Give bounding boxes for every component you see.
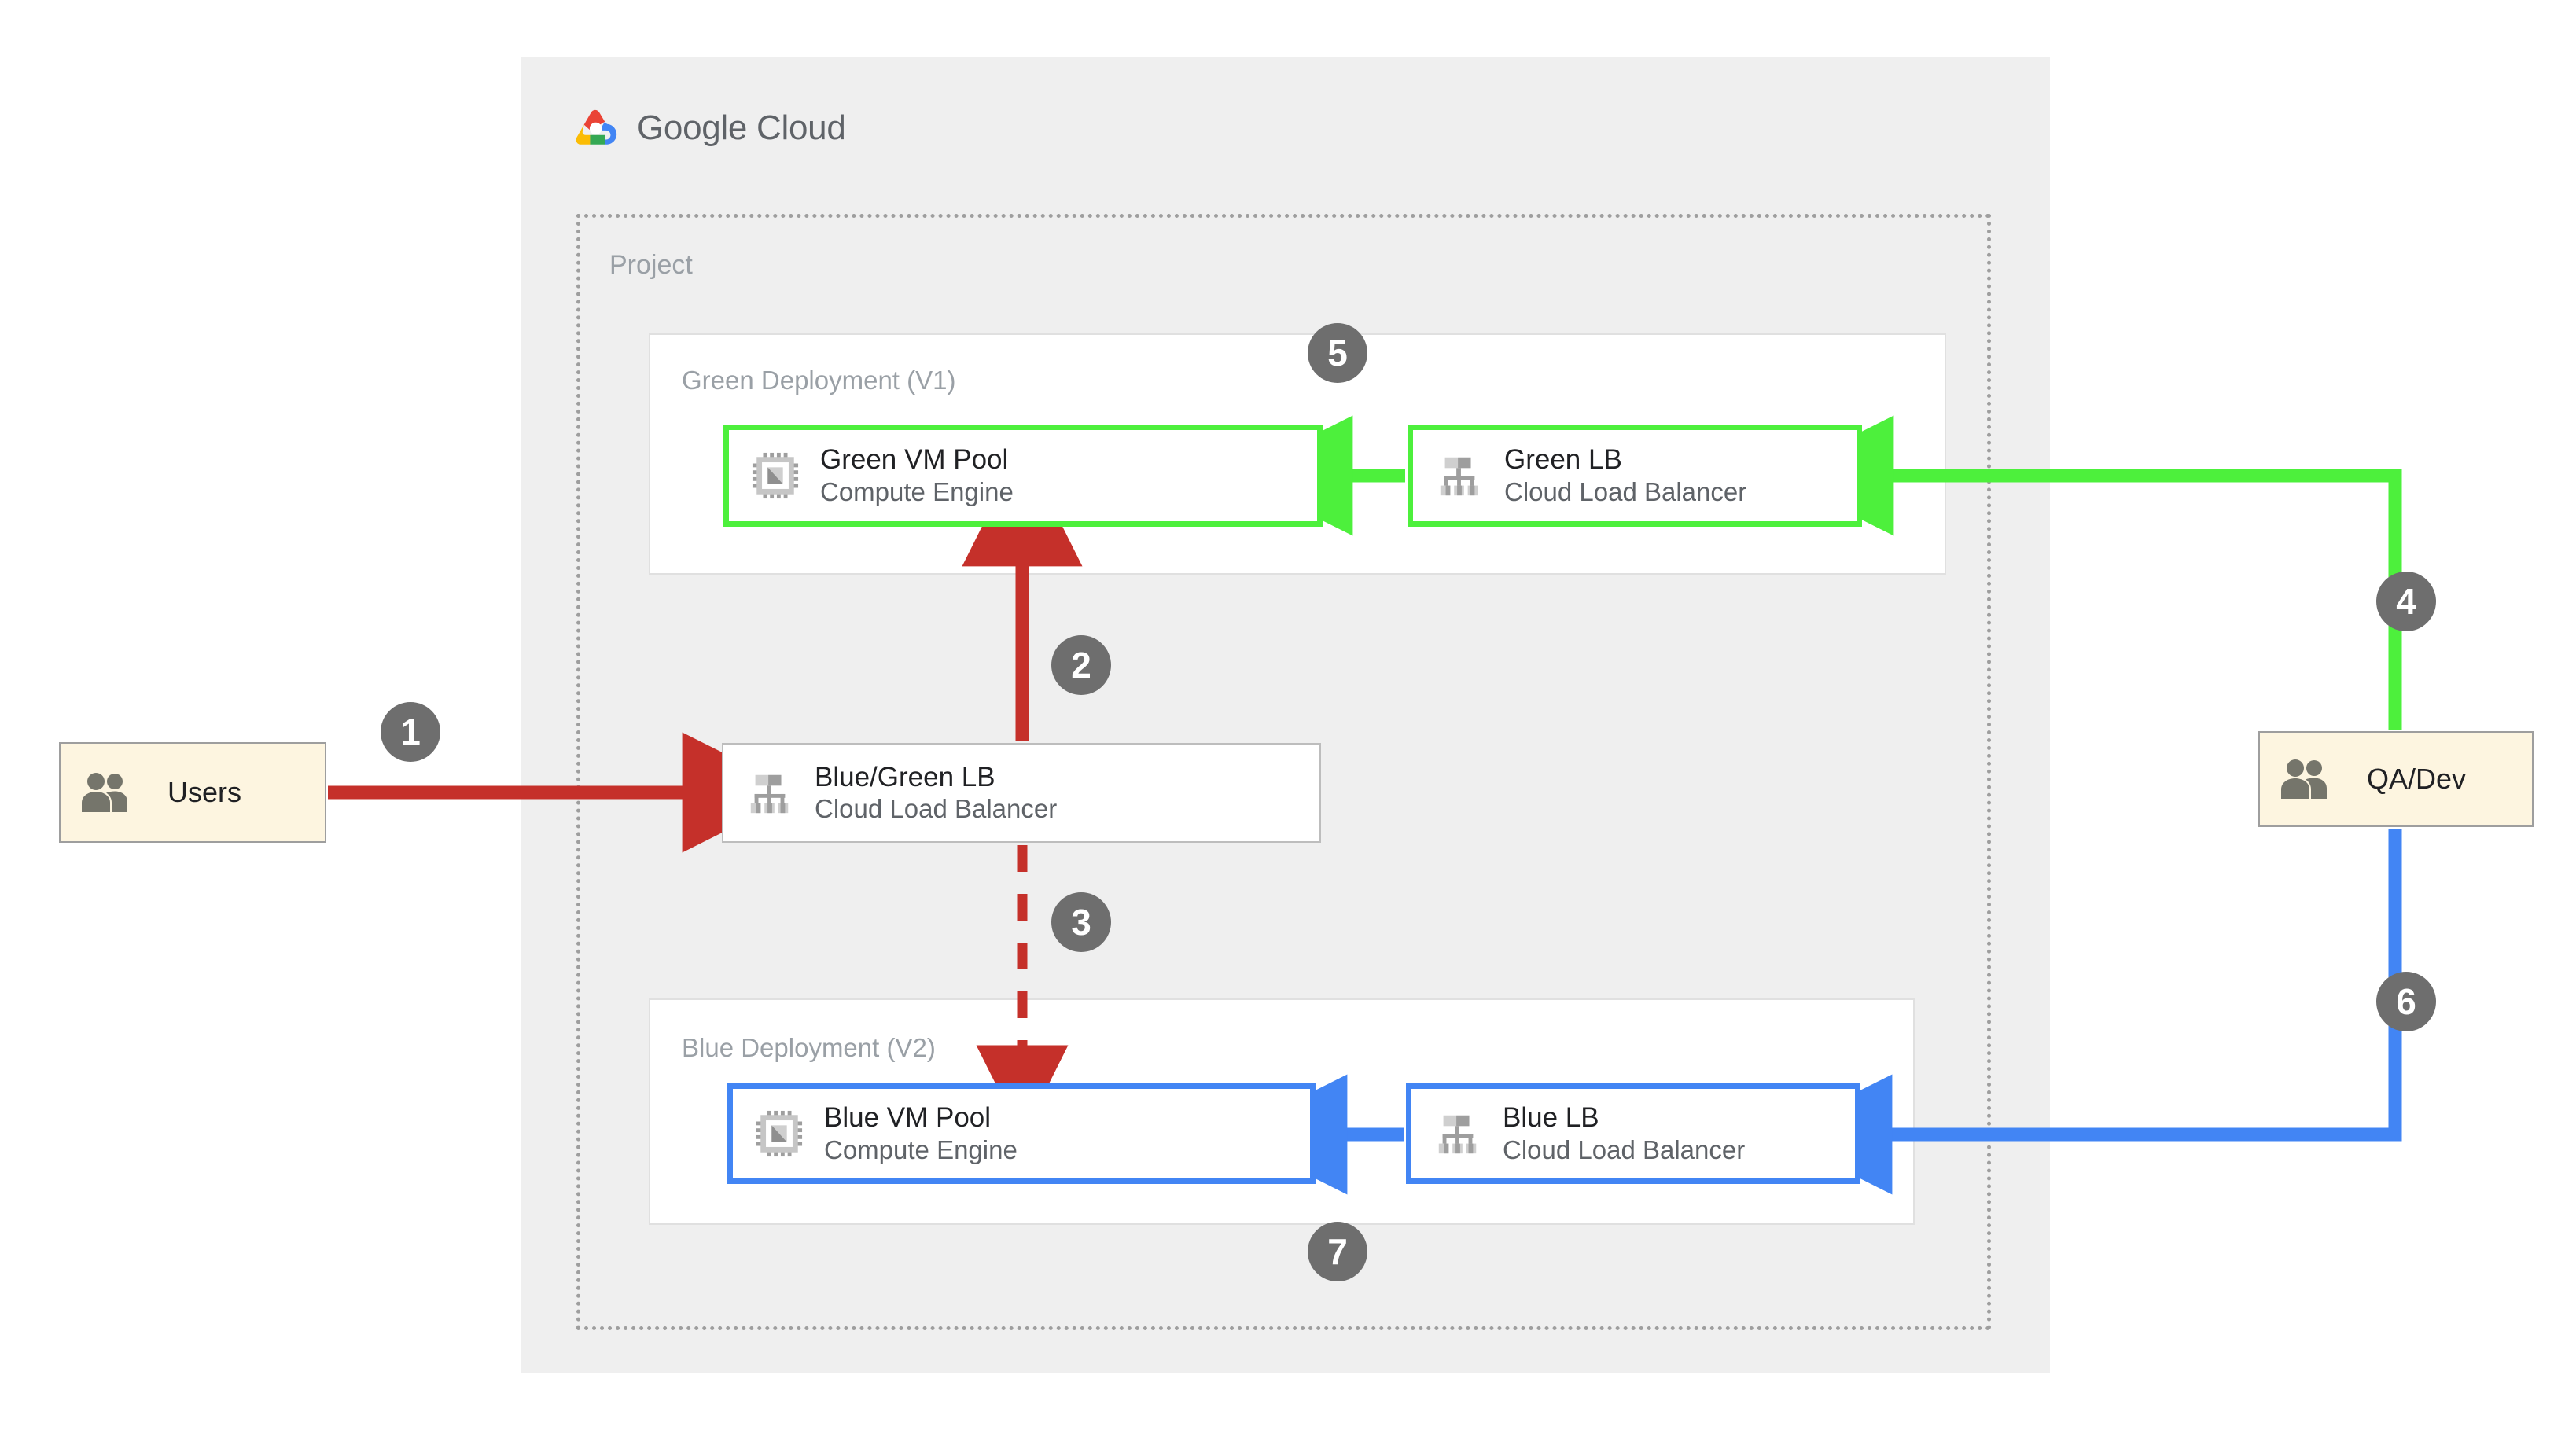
actor-label: Users	[167, 776, 242, 808]
step-badge-1: 1	[381, 702, 440, 762]
cloud-load-balancer-icon	[1438, 1115, 1477, 1154]
step-badge-7: 7	[1308, 1222, 1367, 1281]
people-icon	[2281, 759, 2327, 799]
step-badge-5: 5	[1308, 323, 1367, 383]
cloud-load-balancer-icon	[1440, 457, 1478, 496]
step-badge-6: 6	[2376, 972, 2436, 1031]
compute-engine-icon	[752, 452, 799, 499]
project-label: Project	[609, 250, 693, 280]
node-subtitle: Compute Engine	[820, 476, 1014, 506]
node-subtitle: Cloud Load Balancer	[815, 794, 1058, 824]
node-title: Blue/Green LB	[815, 761, 995, 792]
green-deployment-label: Green Deployment (V1)	[682, 366, 956, 395]
project-boundary	[576, 214, 1991, 1330]
node-blue-green-lb[interactable]: Blue/Green LB Cloud Load Balancer	[722, 743, 1321, 843]
brand-wordmark: Google Cloud	[637, 108, 846, 148]
node-green-lb[interactable]: Green LB Cloud Load Balancer	[1408, 425, 1862, 527]
node-subtitle: Cloud Load Balancer	[1504, 476, 1747, 506]
node-title: Blue VM Pool	[824, 1102, 992, 1134]
node-blue-vm-pool[interactable]: Blue VM Pool Compute Engine	[727, 1083, 1316, 1184]
people-icon	[82, 773, 127, 812]
node-text-block: Green LB Cloud Load Balancer	[1504, 444, 1746, 506]
step-badge-2: 2	[1051, 635, 1111, 695]
node-text-block: Blue/Green LB Cloud Load Balancer	[815, 762, 1057, 824]
node-subtitle: Compute Engine	[824, 1134, 1018, 1164]
node-text-block: Green VM Pool Compute Engine	[820, 444, 1014, 506]
google-cloud-logo-icon	[576, 109, 617, 145]
step-badge-4: 4	[2376, 572, 2436, 631]
compute-engine-icon	[756, 1110, 803, 1157]
brand-word-cloud: Cloud	[756, 108, 846, 147]
step-badge-3: 3	[1051, 892, 1111, 952]
node-title: Blue LB	[1503, 1102, 1599, 1134]
node-blue-lb[interactable]: Blue LB Cloud Load Balancer	[1406, 1083, 1860, 1184]
node-text-block: Blue LB Cloud Load Balancer	[1503, 1102, 1745, 1164]
node-title: Green VM Pool	[820, 444, 1009, 476]
node-subtitle: Cloud Load Balancer	[1503, 1134, 1746, 1164]
actor-qa-dev[interactable]: QA/Dev	[2258, 731, 2534, 827]
actor-users[interactable]: Users	[59, 742, 326, 843]
node-text-block: Blue VM Pool Compute Engine	[824, 1102, 1018, 1164]
cloud-load-balancer-icon	[750, 774, 789, 813]
google-cloud-brand: Google Cloud	[574, 102, 846, 154]
brand-word-google: Google	[637, 108, 748, 147]
actor-label: QA/Dev	[2367, 763, 2467, 795]
node-green-vm-pool[interactable]: Green VM Pool Compute Engine	[723, 425, 1323, 527]
blue-deployment-label: Blue Deployment (V2)	[682, 1033, 936, 1062]
node-title: Green LB	[1504, 444, 1622, 476]
